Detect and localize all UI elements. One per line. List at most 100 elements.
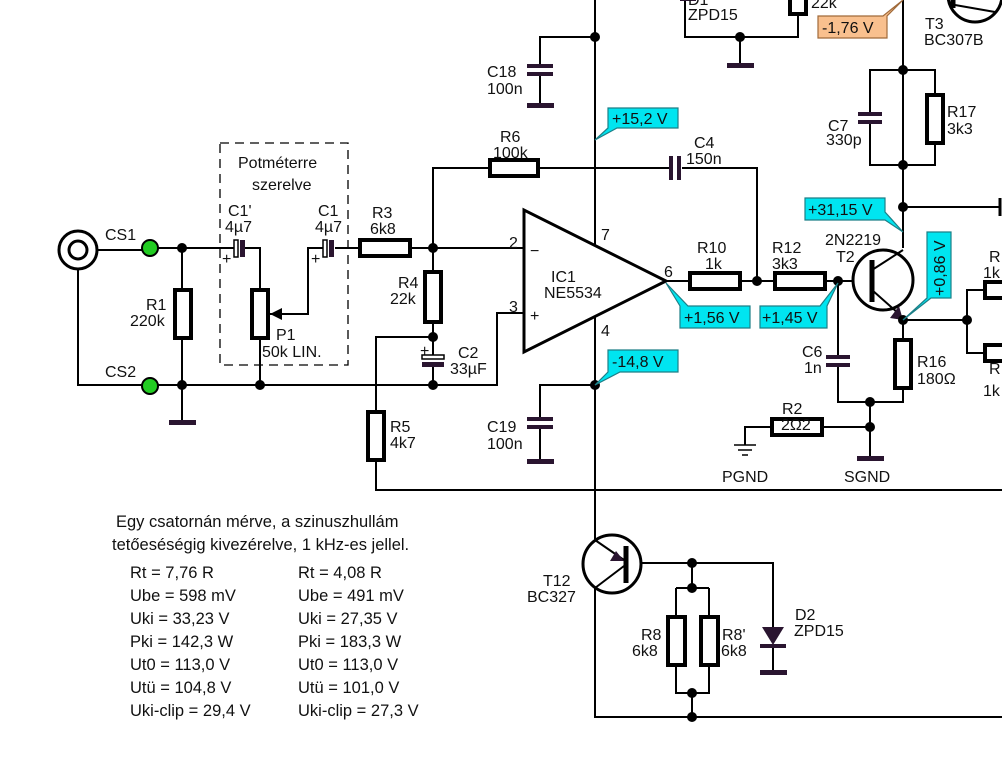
component-label: C4 (694, 135, 715, 152)
component-label: 4µ7 (315, 219, 342, 236)
label-cs1: CS1 (105, 227, 136, 244)
wiper-arrow-icon (270, 308, 282, 320)
junction-dots (177, 32, 972, 722)
component-label: + (222, 251, 231, 268)
voltage-opamp-out: +1,56 V (684, 310, 740, 327)
resistors (173, 0, 1002, 667)
component-label: 6k8 (370, 221, 396, 238)
component-label: Uki = 33,23 V (130, 610, 230, 628)
component-label: 1k (705, 256, 723, 273)
transistor-t12-icon (581, 533, 643, 595)
label-sgnd: SGND (844, 469, 890, 486)
resistor-r3 (358, 238, 412, 258)
component-label: NE5534 (544, 285, 602, 302)
component-label: R (989, 249, 1001, 266)
component-label: R10 (697, 240, 726, 257)
component-label: Pki = 183,3 W (298, 633, 402, 651)
component-label: 180Ω (917, 371, 956, 388)
component-label: Uki-clip = 27,3 V (298, 702, 419, 720)
resistor-r8p (699, 615, 720, 667)
component-label: Utü = 101,0 V (298, 679, 399, 697)
ground-symbols (169, 63, 884, 675)
component-label: R6 (500, 129, 521, 146)
component-label: 50k LIN. (262, 344, 322, 361)
component-label: Ube = 491 mV (298, 587, 404, 605)
notes-heading-1: Egy csatornán mérve, a szinuszhullám (116, 513, 398, 531)
voltage-t2-collector: +31,15 V (808, 202, 873, 219)
component-label: Rt = 7,76 R (130, 564, 214, 582)
component-label: R17 (947, 104, 976, 121)
component-label: 150n (686, 151, 722, 168)
component-label: 1n (804, 360, 822, 377)
component-label: T12 (543, 573, 571, 590)
component-label: 22k (811, 0, 838, 12)
component-label: C1' (228, 203, 252, 220)
component-label: R2 (782, 401, 803, 418)
resistor-r4 (423, 270, 443, 324)
component-label: Uki-clip = 29,4 V (130, 702, 251, 720)
component-label: R (989, 361, 1001, 378)
resistor-r1 (173, 288, 193, 340)
resistor-r8 (666, 615, 687, 667)
component-label: R4 (398, 275, 419, 292)
measurement-notes: Egy csatornán mérve, a szinuszhullám tet… (112, 513, 419, 720)
component-label: 4 (601, 323, 610, 340)
component-label: 3k3 (947, 121, 973, 138)
resistor-r6 (488, 158, 540, 178)
component-label: ZPD15 (688, 7, 738, 24)
notes-column-1: Rt = 7,76 R Ube = 598 mV Uki = 33,23 V P… (130, 564, 251, 720)
resistor-r12 (773, 271, 827, 291)
component-label: R3 (372, 205, 393, 222)
component-label: T2 (836, 249, 855, 266)
component-label: ZPD15 (794, 623, 844, 640)
voltage-callouts: +15,2 V -14,8 V +1,56 V +1,45 V +31,15 V… (594, 0, 952, 386)
component-label: 33µF (450, 361, 487, 378)
component-label: 3 (509, 299, 518, 316)
connector-cs2 (141, 377, 159, 395)
component-label: 3k3 (772, 256, 798, 273)
component-label: 6k8 (721, 643, 747, 660)
input-jack-icon (57, 229, 99, 271)
component-label: C19 (487, 419, 516, 436)
voltage-t3: -1,76 V (822, 20, 874, 37)
notes-column-2: Rt = 4,08 R Ube = 491 mV Uki = 27,35 V P… (298, 564, 419, 720)
potentiometer-p1 (250, 288, 270, 340)
voltage-t2-emitter: +0,86 V (932, 240, 949, 296)
component-label: R8 (641, 627, 662, 644)
zener-d2-icon (760, 627, 786, 648)
component-label: R8' (722, 627, 746, 644)
component-label: 1k (983, 383, 1001, 400)
component-label: 6k8 (632, 643, 658, 660)
component-label: C1 (318, 203, 339, 220)
notes-heading-2: tetőeséségig kivezérelve, 1 kHz-es jelle… (112, 536, 409, 554)
connector-cs1 (141, 239, 159, 257)
voltage-t2-base: +1,45 V (762, 310, 818, 327)
resistor-r2 (770, 417, 824, 437)
voltage-pos-supply: +15,2 V (612, 111, 668, 128)
box-label-2: szerelve (252, 177, 312, 194)
component-label: 100k (493, 145, 529, 162)
resistor-r10 (688, 271, 742, 291)
component-label: R16 (917, 354, 946, 371)
component-label: D2 (795, 607, 816, 624)
component-label: Uki = 27,35 V (298, 610, 398, 628)
label-pgnd: PGND (722, 469, 768, 486)
component-label: P1 (276, 327, 296, 344)
opamp-ic1 (522, 207, 670, 355)
component-label: 2N2219 (825, 232, 881, 249)
component-label: 4µ7 (225, 219, 252, 236)
component-label: 1k (983, 265, 1001, 282)
resistor-right-1 (983, 280, 1002, 300)
component-label: T3 (925, 16, 944, 33)
component-label: R12 (772, 240, 801, 257)
component-label: 7 (601, 227, 610, 244)
component-label: Ut0 = 113,0 V (130, 656, 230, 674)
resistor-r5 (366, 410, 386, 462)
voltage-neg-supply: -14,8 V (612, 354, 664, 371)
component-label: Utü = 104,8 V (130, 679, 231, 697)
component-label: 22k (390, 291, 417, 308)
component-label: + (530, 308, 539, 325)
component-label: IC1 (551, 269, 576, 286)
box-label-1: Potméterre (238, 155, 317, 172)
component-label: Ut0 = 113,0 V (298, 656, 398, 674)
